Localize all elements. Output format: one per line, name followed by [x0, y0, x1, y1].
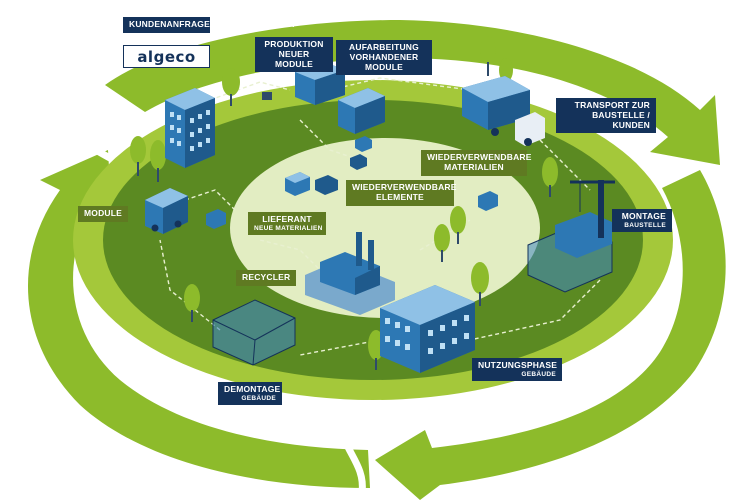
tree: [471, 262, 489, 306]
label-refurbishment: Aufarbeitung vorhandener Module: [336, 40, 432, 76]
tree: [434, 224, 450, 262]
label-dismantling: Demontage Gebäude: [218, 382, 282, 406]
tree: [480, 36, 496, 76]
transport-truck: [462, 76, 545, 146]
tree: [130, 136, 146, 176]
label-recycler: Recycler: [236, 270, 297, 286]
tree: [450, 206, 466, 244]
label-customer-request: Kundenanfrage / Kundenwunsch: [123, 17, 294, 33]
tree: [222, 68, 240, 106]
recycler-factory: [305, 232, 395, 315]
label-production: Produktion neuer Module: [255, 37, 333, 73]
label-usage-phase: Nutzungsphase Gebäude: [472, 358, 562, 382]
delivery-van: [145, 188, 188, 234]
office-tower: [165, 88, 215, 168]
tree: [184, 284, 200, 322]
label-transport: Transport zur Baustelle / Kunden: [556, 98, 656, 134]
supplier-crates: [206, 136, 498, 229]
label-reusable-materials: Wiederverwendbare Materialien: [421, 150, 531, 176]
usage-building: [380, 285, 475, 373]
label-usage-phase-sub: Gebäude: [521, 370, 556, 378]
label-assembly-sub: Baustelle: [624, 221, 666, 229]
label-dismantling-sub: Gebäude: [241, 394, 276, 402]
refurbishment-container: [338, 88, 385, 134]
assembly-site: [527, 180, 615, 293]
tree: [542, 157, 558, 197]
tree: [150, 140, 166, 182]
trees: [130, 36, 558, 370]
white-pathways: [56, 126, 366, 496]
brand-logo: algeco: [123, 45, 210, 68]
dismantling-frame: [212, 299, 296, 366]
label-supplier: Lieferant neue Materialien: [248, 212, 326, 236]
label-assembly: Montage Baustelle: [612, 209, 672, 233]
label-modules: Module: [78, 206, 129, 222]
label-reusable-elements: Wiederverwendbare Elemente: [346, 180, 456, 206]
label-supplier-sub: neue Materialien: [254, 224, 323, 232]
